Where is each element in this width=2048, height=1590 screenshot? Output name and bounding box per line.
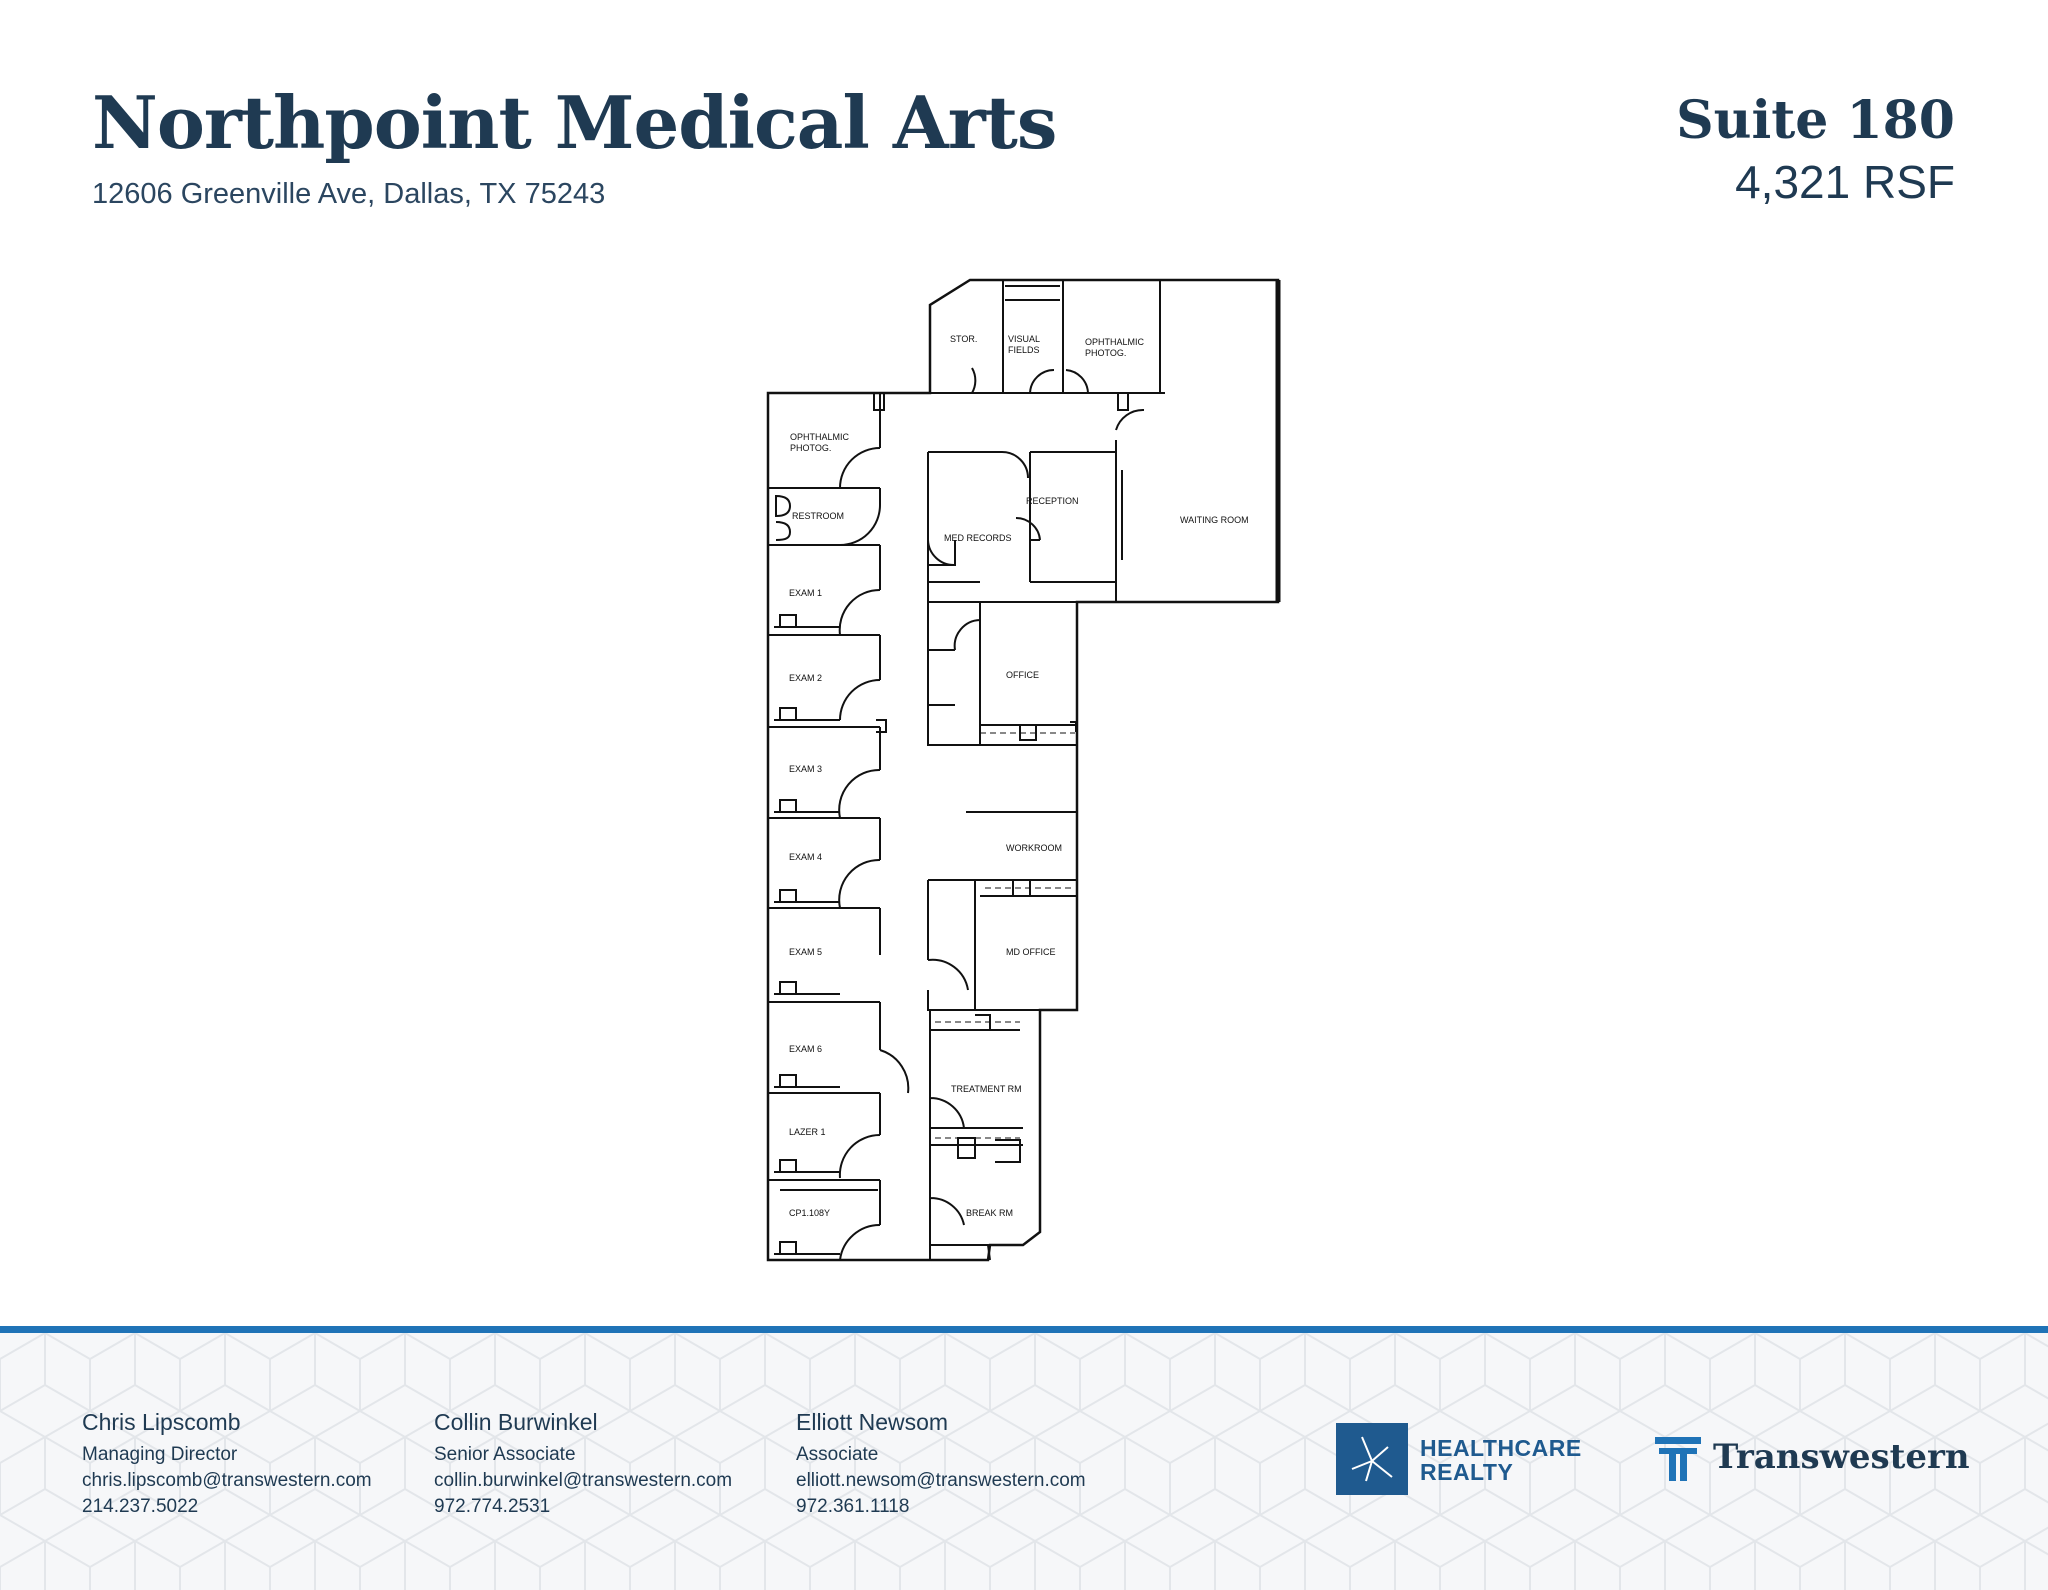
contact-chris: Chris Lipscomb Managing Director chris.l… (82, 1409, 372, 1520)
room-label-office: OFFICE (1006, 670, 1039, 680)
property-address: 12606 Greenville Ave, Dallas, TX 75243 (92, 178, 606, 210)
room-label-med-records: MED RECORDS (944, 533, 1012, 543)
room-label-exam-1: EXAM 1 (789, 588, 822, 598)
room-label-md-office: MD OFFICE (1006, 947, 1056, 957)
contact-title: Associate (796, 1444, 879, 1465)
contact-name: Elliott Newsom (796, 1409, 949, 1435)
room-label-waiting-room: WAITING ROOM (1180, 515, 1249, 525)
healthcare-realty-wordmark: HEALTHCARE REALTY (1420, 1436, 1582, 1484)
room-label-ophthalmic-left: OPHTHALMIC (790, 432, 850, 442)
room-label-ophthalmic-left-2: PHOTOG. (790, 443, 831, 453)
room-label-restroom: RESTROOM (792, 511, 844, 521)
contact-collin: Collin Burwinkel Senior Associate collin… (434, 1409, 732, 1520)
room-label-lazer-1: LAZER 1 (789, 1127, 826, 1137)
room-label-visual-fields-2: FIELDS (1008, 345, 1040, 355)
room-label-exam-3: EXAM 3 (789, 764, 822, 774)
room-label-treatment: TREATMENT RM (951, 1084, 1022, 1094)
contact-email[interactable]: chris.lipscomb@transwestern.com (82, 1470, 372, 1491)
room-label-exam-5: EXAM 5 (789, 947, 822, 957)
hexagon-pattern (0, 1333, 2048, 1590)
transwestern-wordmark: Transwestern (1713, 1437, 1970, 1477)
room-label-reception: RECEPTION (1026, 496, 1079, 506)
transwestern-logo-icon (1655, 1437, 1701, 1481)
healthcare-realty-logo-icon (1336, 1423, 1408, 1495)
contact-title: Senior Associate (434, 1444, 576, 1465)
room-label-ophthalmic-top: OPHTHALMIC (1085, 337, 1145, 347)
contact-email[interactable]: collin.burwinkel@transwestern.com (434, 1470, 733, 1491)
healthcare-line-1: HEALTHCARE (1420, 1435, 1582, 1461)
contact-email[interactable]: elliott.newsom@transwestern.com (796, 1470, 1086, 1491)
room-label-stor: STOR. (950, 334, 977, 344)
healthcare-line-2: REALTY (1420, 1459, 1514, 1485)
footer: Chris Lipscomb Managing Director chris.l… (0, 1326, 2048, 1590)
contact-name: Collin Burwinkel (434, 1409, 598, 1435)
room-label-exam-2: EXAM 2 (789, 673, 822, 683)
rentable-square-feet: 4,321 RSF (1735, 156, 1955, 208)
contact-phone[interactable]: 214.237.5022 (82, 1496, 199, 1517)
room-label-visual-fields: VISUAL (1008, 334, 1040, 344)
room-label-break: BREAK RM (966, 1208, 1013, 1218)
contact-title: Managing Director (82, 1444, 238, 1465)
suite-number: Suite 180 (1676, 90, 1955, 151)
page-title: Northpoint Medical Arts (92, 80, 1057, 165)
room-label-exam-4: EXAM 4 (789, 852, 822, 862)
contact-elliott: Elliott Newsom Associate elliott.newsom@… (796, 1409, 1086, 1520)
room-label-ophthalmic-top-2: PHOTOG. (1085, 348, 1126, 358)
room-label-workroom: WORKROOM (1006, 843, 1062, 853)
contact-name: Chris Lipscomb (82, 1409, 241, 1435)
room-label-exam-6: EXAM 6 (789, 1044, 822, 1054)
contact-phone[interactable]: 972.774.2531 (434, 1496, 551, 1517)
contact-phone[interactable]: 972.361.1118 (796, 1496, 910, 1517)
room-label-cp1: CP1.108Y (789, 1208, 830, 1218)
